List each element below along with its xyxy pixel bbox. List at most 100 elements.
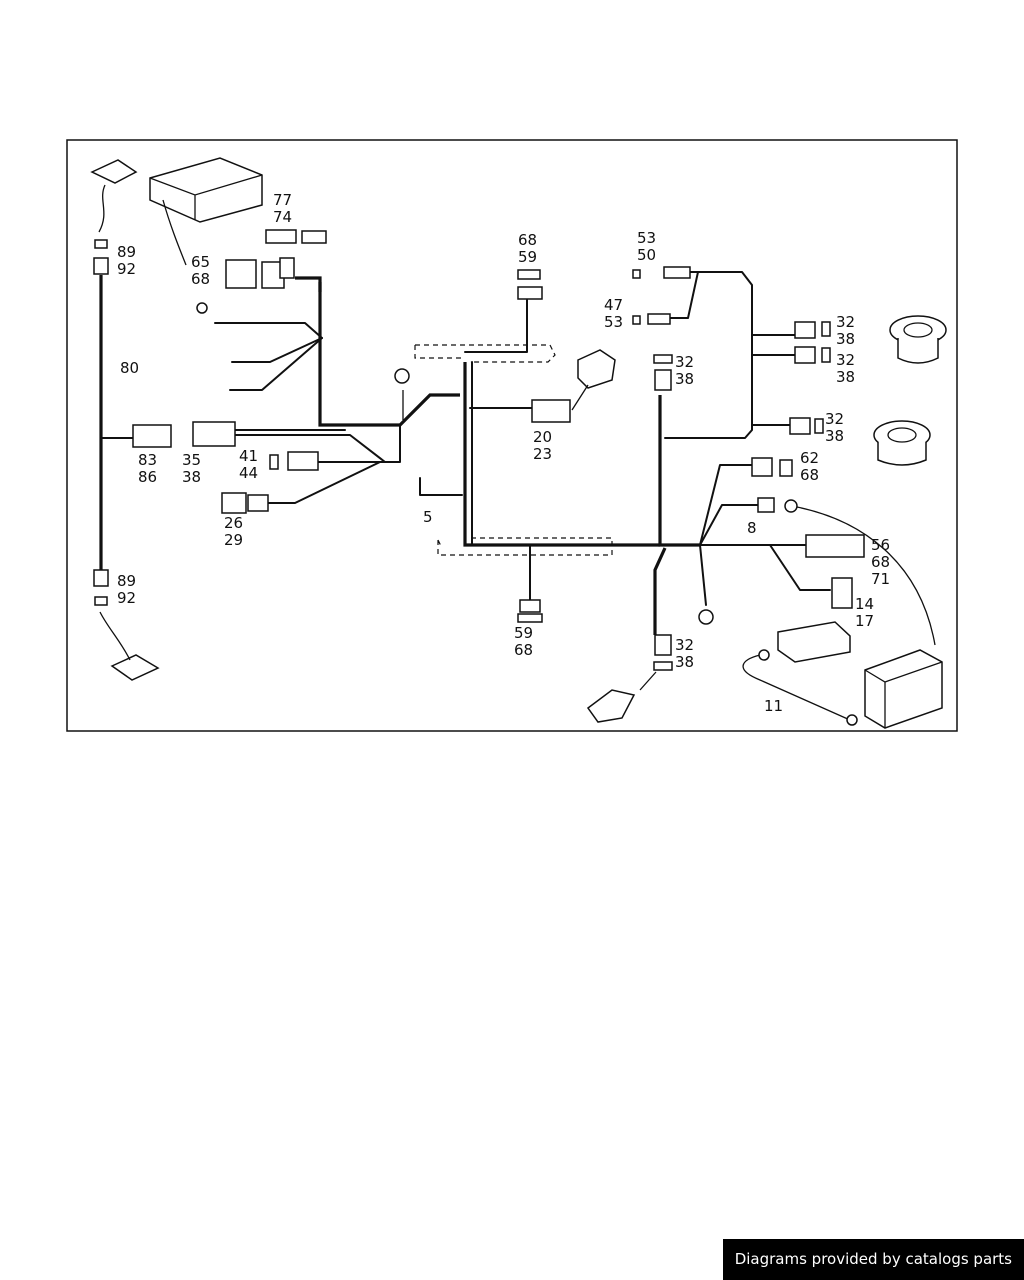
- connector-icon: [632, 269, 641, 279]
- callout-32-b: 32: [836, 313, 855, 331]
- connector-icon: [301, 230, 327, 244]
- callout-83: 83: [138, 451, 157, 469]
- callout-23: 23: [533, 445, 552, 463]
- callout-92-bottom: 92: [117, 589, 136, 607]
- connector-icon: [653, 354, 673, 364]
- connector-icon: [519, 599, 541, 613]
- connector-icon: [94, 239, 108, 249]
- callout-62: 62: [800, 449, 819, 467]
- harness-wires: [99, 271, 936, 721]
- sensor-icon: [586, 689, 636, 723]
- callout-38-e: 38: [675, 653, 694, 671]
- leader-arrow-icon: [162, 199, 187, 266]
- callout-68-lower: 68: [871, 553, 890, 571]
- connector-icon: [821, 321, 831, 337]
- callout-38-a: 38: [675, 370, 694, 388]
- connector-icon: [132, 424, 172, 448]
- leader-arrow-icon: [571, 384, 589, 411]
- speaker-icon: [873, 420, 931, 466]
- connector-icon: [225, 259, 257, 289]
- callout-89: 89: [117, 243, 136, 261]
- callout-38-d: 38: [825, 427, 844, 445]
- connector-icon: [779, 459, 793, 477]
- connector-icon: [192, 421, 236, 447]
- callout-47: 47: [604, 296, 623, 314]
- callout-74: 74: [273, 208, 292, 226]
- dashed-outline: [414, 344, 613, 556]
- connector-icon: [751, 457, 773, 477]
- callout-38: 38: [182, 468, 201, 486]
- callout-56: 56: [871, 536, 890, 554]
- connector-icon: [93, 569, 109, 587]
- callout-68: 68: [191, 270, 210, 288]
- callout-8: 8: [747, 519, 757, 537]
- leader-arrow-icon: [98, 184, 106, 233]
- connector-icon: [814, 418, 824, 434]
- callout-17: 17: [855, 612, 874, 630]
- connector-icon: [517, 286, 543, 300]
- callout-11: 11: [764, 697, 783, 715]
- connector-icon: [663, 266, 691, 279]
- callout-35: 35: [182, 451, 201, 469]
- connector-icon: [653, 661, 673, 671]
- footer-credit: Diagrams provided by catalogs parts: [722, 1239, 1024, 1280]
- leader-arrow-icon: [99, 611, 131, 661]
- ring-terminal-icon: [394, 368, 410, 384]
- control-module-icon: [149, 157, 263, 223]
- callout-labels: 77 74 65 68 89 92 80 83 86 35 38 41 44 2…: [117, 191, 890, 715]
- callout-68-right: 68: [800, 466, 819, 484]
- switch-icon: [577, 349, 616, 389]
- connector-icon: [517, 269, 541, 280]
- callout-44: 44: [239, 464, 258, 482]
- callout-32-c: 32: [836, 351, 855, 369]
- connector-icon: [517, 613, 543, 623]
- connector-icon: [632, 315, 641, 325]
- callout-59-bottom: 59: [514, 624, 533, 642]
- connector-icon: [647, 313, 671, 325]
- connector-icon: [789, 417, 811, 435]
- callout-26: 26: [224, 514, 243, 532]
- sensor-icon: [90, 159, 138, 184]
- connector-icon: [221, 492, 247, 514]
- callout-86: 86: [138, 468, 157, 486]
- grommet-icon: [758, 649, 770, 661]
- connector-icon: [279, 257, 295, 279]
- callout-59-top: 59: [518, 248, 537, 266]
- callout-20: 20: [533, 428, 552, 446]
- callout-71: 71: [871, 570, 890, 588]
- callout-5: 5: [423, 508, 433, 526]
- switch-module-icon: [531, 399, 571, 423]
- connector-icon: [821, 347, 831, 363]
- callout-80: 80: [120, 359, 139, 377]
- callout-41: 41: [239, 447, 258, 465]
- callout-14: 14: [855, 595, 874, 613]
- connector-icon: [654, 369, 672, 391]
- callout-68-top: 68: [518, 231, 537, 249]
- callout-68-bottom: 68: [514, 641, 533, 659]
- antenna-module-icon: [777, 621, 851, 663]
- connector-block-icon: [805, 534, 865, 558]
- leader-arrow-icon: [639, 671, 657, 691]
- connector-icon: [94, 596, 108, 606]
- callout-77: 77: [273, 191, 292, 209]
- sensor-icon: [110, 654, 160, 681]
- callout-53-lower: 53: [604, 313, 623, 331]
- grommet-icon: [196, 302, 208, 314]
- connector-icon: [247, 494, 269, 512]
- connector-icon: [794, 346, 816, 364]
- callout-92: 92: [117, 260, 136, 278]
- callout-29: 29: [224, 531, 243, 549]
- connector-icon: [287, 451, 319, 471]
- callout-38-b: 38: [836, 330, 855, 348]
- callout-89-bottom: 89: [117, 572, 136, 590]
- callout-65: 65: [191, 253, 210, 271]
- connector-icon: [93, 257, 109, 275]
- amplifier-unit-icon: [864, 649, 943, 729]
- connector-icon: [654, 634, 672, 656]
- grommet-icon: [784, 499, 798, 513]
- speaker-icon: [889, 315, 947, 364]
- grommet-icon: [846, 714, 858, 726]
- diagram-frame: [66, 139, 958, 732]
- callout-38-c: 38: [836, 368, 855, 386]
